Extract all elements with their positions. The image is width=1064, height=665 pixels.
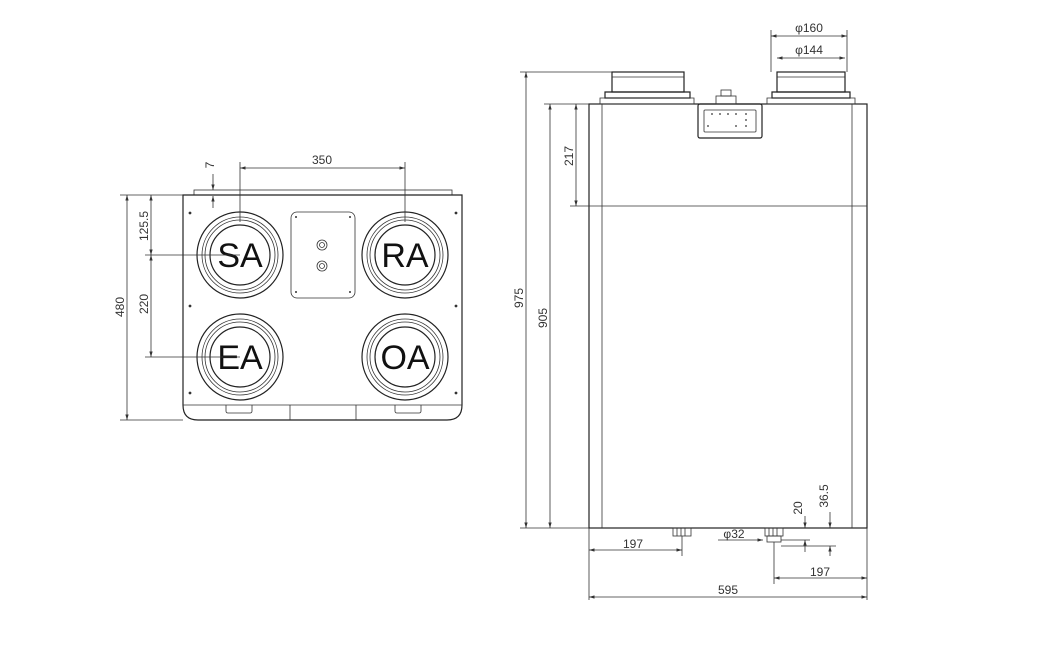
side-view: φ160 φ144 975 905 217 — [512, 21, 868, 600]
dim-label-phi-144: φ144 — [795, 43, 823, 57]
mount-dot — [454, 391, 458, 395]
port-label-ea: EA — [217, 339, 263, 377]
dim-label-480: 480 — [113, 297, 127, 317]
dim-left-197: 197 — [588, 528, 683, 600]
duct-collar-right — [766, 71, 856, 105]
dim-phi-160: φ160 — [770, 21, 848, 72]
dim-label-595: 595 — [718, 583, 738, 597]
control-box — [697, 89, 763, 139]
dim-label-125-5: 125.5 — [137, 211, 151, 241]
top-flange — [193, 189, 453, 196]
port-label-oa: OA — [380, 339, 429, 377]
panel-knob-top — [316, 239, 328, 251]
port-label-ra: RA — [381, 237, 429, 275]
dim-36-5: 36.5 — [781, 484, 836, 556]
duct-collar-left — [599, 71, 695, 105]
dim-label-220: 220 — [137, 294, 151, 314]
dim-125-5: 125.5 — [137, 195, 240, 256]
dim-350: 350 — [239, 153, 406, 222]
dim-label-20: 20 — [791, 501, 805, 515]
dim-label-350: 350 — [312, 153, 332, 167]
dim-label-left-197: 197 — [623, 537, 643, 551]
panel-screw — [295, 216, 297, 218]
unit-body-side-view — [588, 103, 868, 529]
dim-label-7: 7 — [203, 161, 217, 168]
dim-480: 480 — [113, 194, 183, 421]
dim-595: 595 — [589, 583, 867, 599]
dim-label-36-5: 36.5 — [817, 484, 831, 508]
mount-dot — [188, 304, 192, 308]
dim-phi-32: φ32 — [718, 527, 763, 542]
mount-dot — [454, 211, 458, 215]
panel-screw — [349, 291, 351, 293]
drain-fitting-left — [672, 527, 692, 537]
dim-905: 905 — [536, 103, 589, 528]
dim-20: 20 — [781, 501, 810, 552]
dim-975: 975 — [512, 71, 612, 529]
foot-right — [394, 405, 422, 414]
port-ra: RA — [361, 211, 449, 299]
dim-phi-144: φ144 — [777, 43, 845, 60]
panel-knob-bottom-inner — [319, 263, 325, 269]
dim-label-phi-160: φ160 — [795, 21, 823, 35]
port-label-sa: SA — [217, 237, 263, 275]
dim-label-217: 217 — [562, 146, 576, 166]
panel-knob-bottom — [316, 260, 328, 272]
mount-dot — [454, 304, 458, 308]
mount-dot — [188, 391, 192, 395]
control-panel — [290, 211, 356, 299]
dim-220: 220 — [137, 255, 240, 358]
port-oa: OA — [361, 313, 449, 401]
mount-dot — [188, 211, 192, 215]
panel-screw — [295, 291, 297, 293]
dim-label-phi-32: φ32 — [723, 527, 744, 541]
dim-7: 7 — [203, 161, 217, 208]
unit-body-top-view — [182, 194, 463, 421]
dim-label-975: 975 — [512, 288, 526, 308]
panel-knob-top-inner — [319, 242, 325, 248]
dim-label-right-197: 197 — [810, 565, 830, 579]
panel-screw — [349, 216, 351, 218]
drain-fitting-right — [764, 527, 784, 543]
dim-217: 217 — [562, 104, 589, 207]
dim-label-905: 905 — [536, 308, 550, 328]
top-view: SA RA EA OA — [113, 153, 463, 421]
dim-right-197: 197 — [773, 528, 868, 600]
foot-left — [225, 405, 253, 414]
